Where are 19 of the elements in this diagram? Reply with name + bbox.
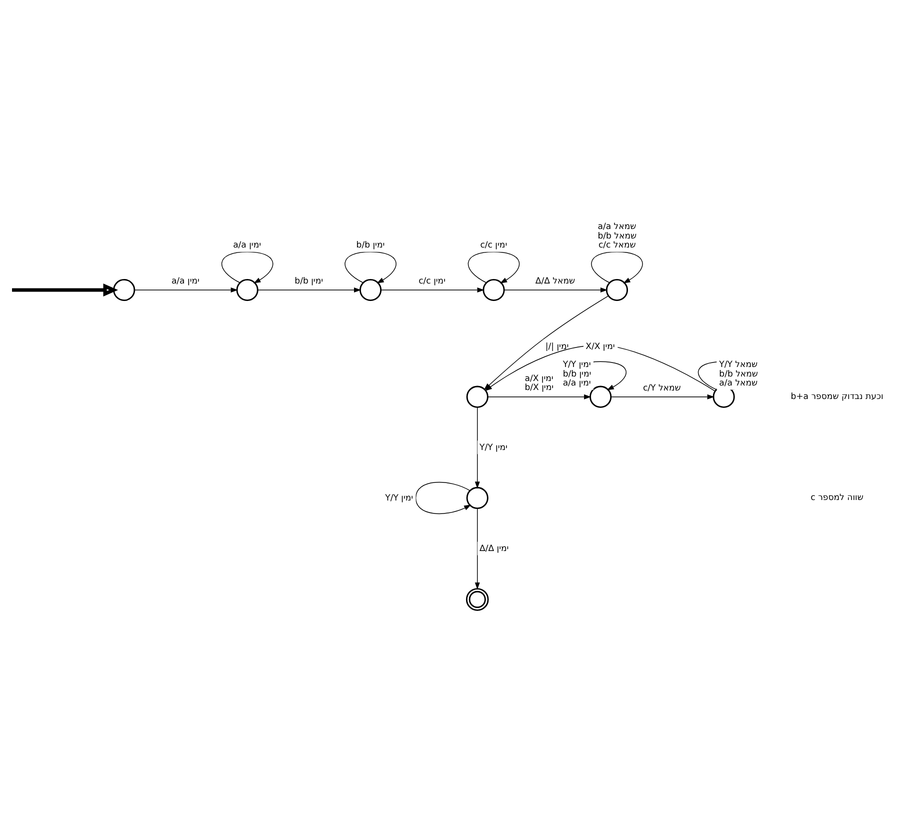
edge-label: b/b ימין [356,240,385,251]
edge-label: a/a שמאל b/b שמאל c/c שמאל [598,222,637,251]
edge-label: Y/Y שמאל b/b שמאל a/a שמאל [719,360,758,389]
edge-label: a/a ימין [171,276,200,287]
label: c שווה למספר [810,493,864,504]
edge-label: c/Y שמאל [642,384,681,394]
edge-label: Y/Y ימין [385,494,414,504]
edge-label: a/X ימין b/X ימין [524,374,554,394]
edge-label: a/a ימין [233,240,262,251]
edge-label: Y/Y ימין b/b ימין a/a ימין [562,360,592,389]
edge-label: c/c ימין [418,276,446,287]
edge-label: Δ/Δ ימין [480,544,509,554]
edge-label: |/| ימין [545,342,569,352]
label: b+a וכעת נבדוק שמספר [790,392,884,402]
edge-label: c/c ימין [480,240,508,251]
edge-label: Δ/Δ שמאל [535,276,576,287]
edge-label: X/X ימין [586,342,615,352]
edge-label: b/b ימין [294,276,324,287]
edge-label: Y/Y ימין [480,442,508,453]
